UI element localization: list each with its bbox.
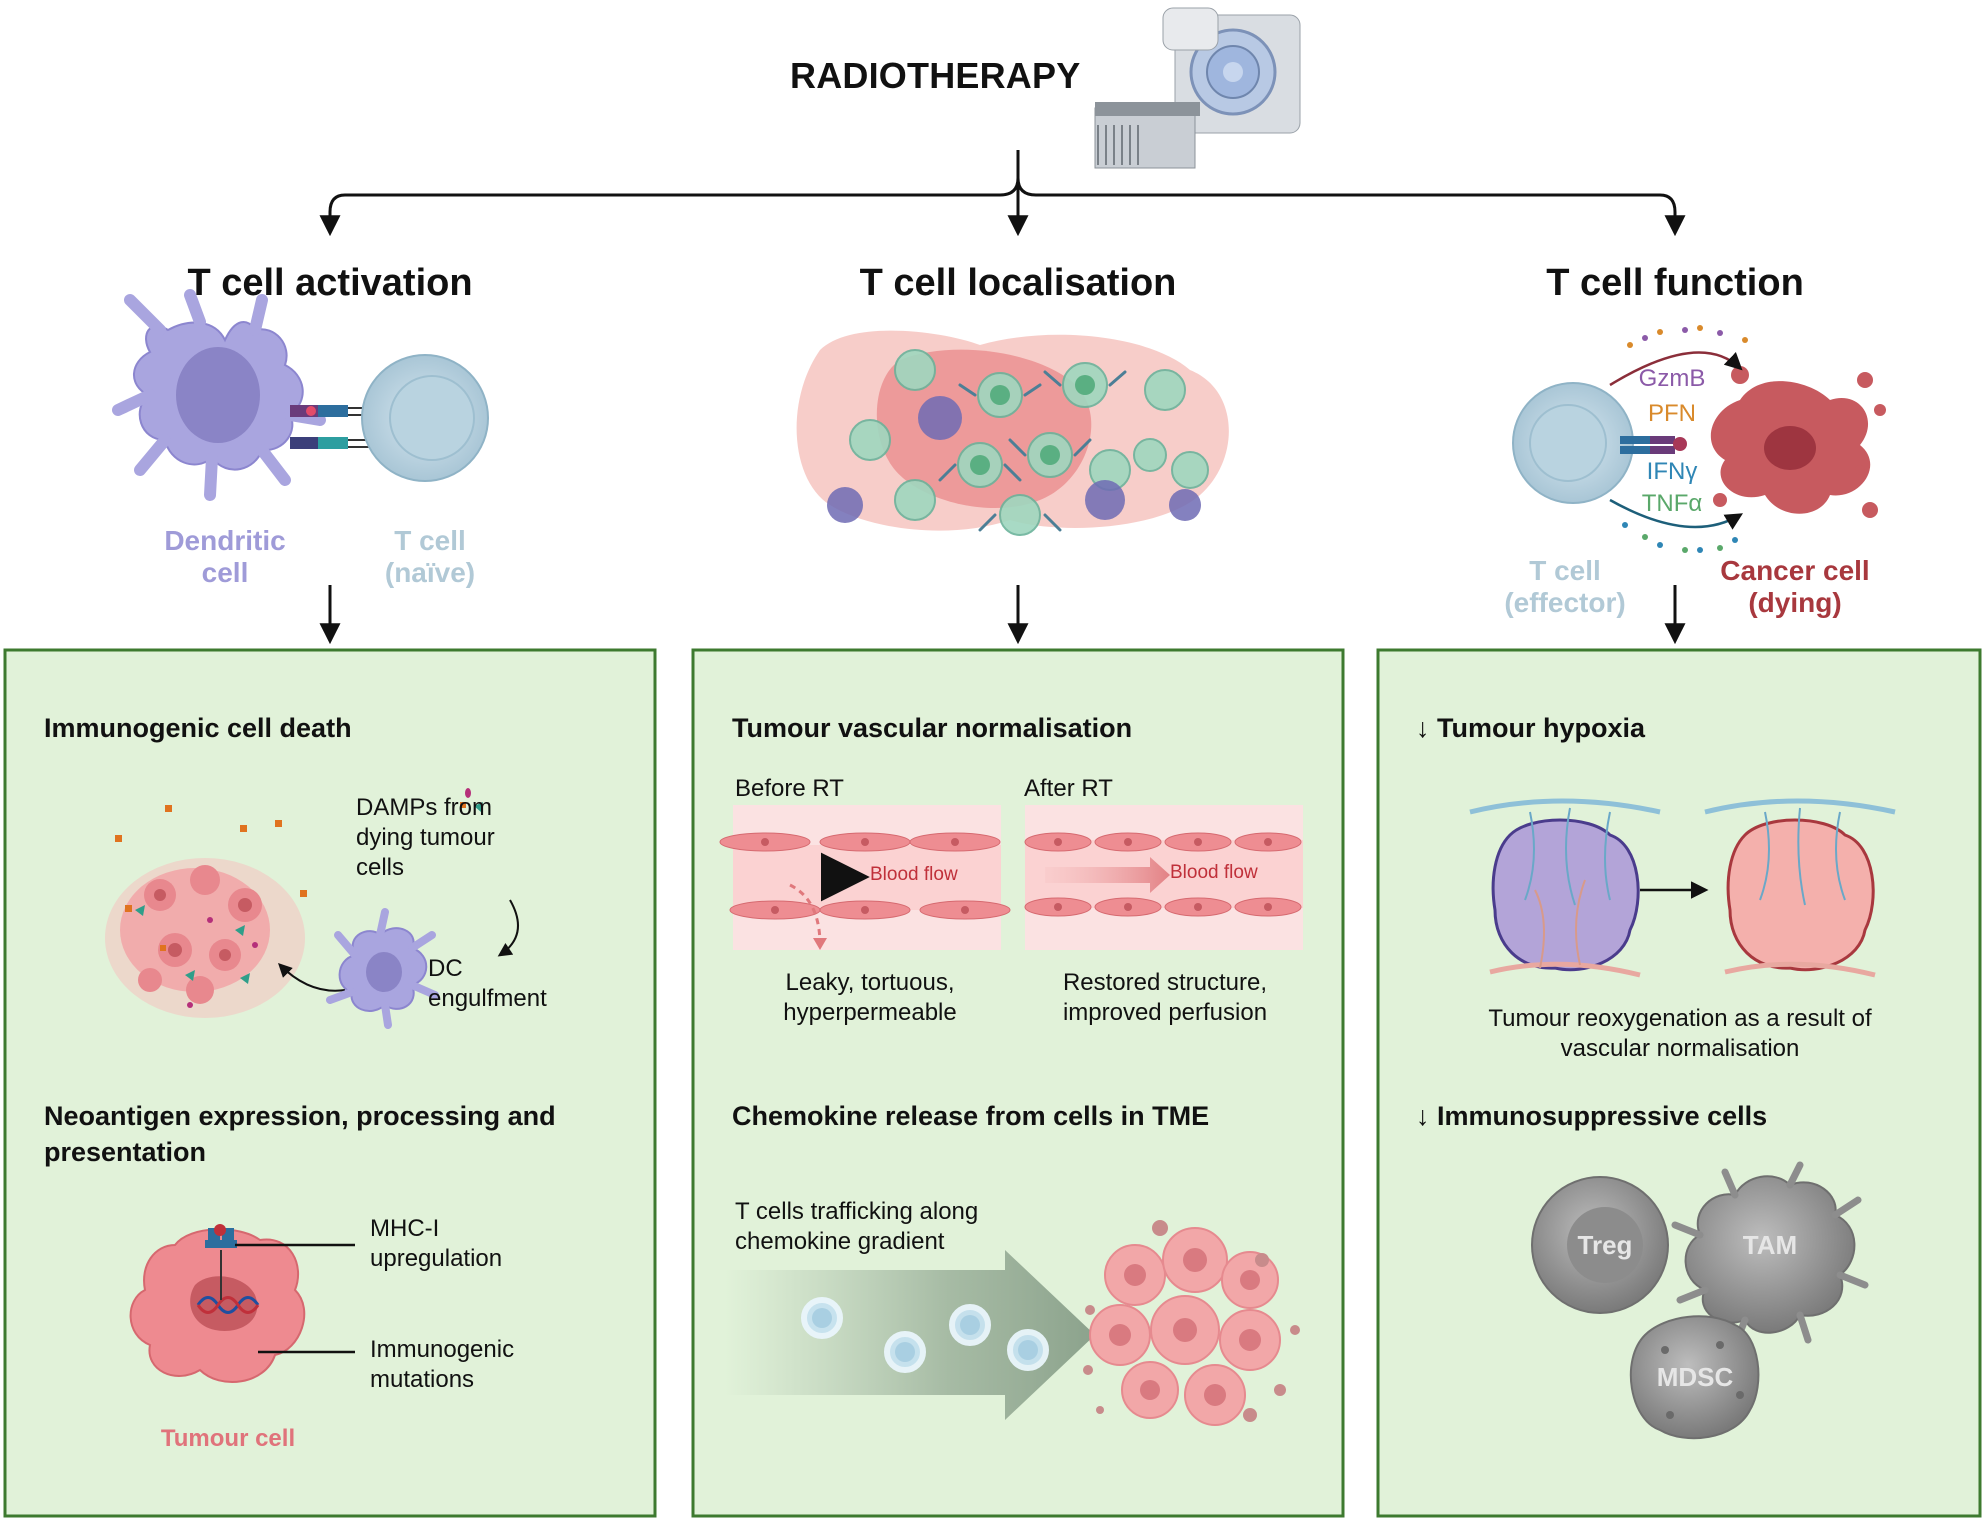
blood-flow-label-before: Blood flow bbox=[870, 864, 958, 885]
tumour-microenvironment-icon bbox=[796, 330, 1229, 536]
effector-t-cell-label: T cell (effector) bbox=[1504, 555, 1626, 618]
tam-label: TAM bbox=[1742, 1230, 1798, 1260]
mhc-text: MHC-I upregulation bbox=[370, 1215, 503, 1272]
reoxygenation-text: Tumour reoxygenation as a result of vasc… bbox=[1488, 1005, 1872, 1062]
chemokine-title: Chemokine release from cells in TME bbox=[732, 1101, 1210, 1131]
page-title: RADIOTHERAPY bbox=[790, 55, 1081, 96]
mdsc-label: MDSC bbox=[1656, 1362, 1734, 1392]
dendritic-cell-label: Dendritic cell bbox=[164, 525, 286, 588]
column-title-localisation: T cell localisation bbox=[859, 262, 1177, 304]
molecule-tnfa: TNFα bbox=[1641, 490, 1703, 517]
top-connectors bbox=[319, 150, 1686, 645]
molecule-ifng: IFNγ bbox=[1646, 458, 1698, 485]
panel-activation bbox=[3, 648, 657, 1518]
icd-title: Immunogenic cell death bbox=[44, 713, 352, 743]
mutations-text: Immunogenic mutations bbox=[370, 1336, 515, 1393]
before-rt-description: Leaky, tortuous, hyperpermeable bbox=[783, 969, 957, 1026]
tumour-cell-mhc-icon bbox=[129, 1224, 355, 1383]
chemokine-gradient-icon bbox=[725, 1220, 1300, 1426]
hypoxic-tumour-icon bbox=[1469, 798, 1661, 978]
dendritic-cell-icon bbox=[112, 289, 326, 501]
after-rt-label: After RT bbox=[1024, 775, 1113, 802]
tumour-cluster-icon bbox=[1083, 1220, 1300, 1426]
naive-t-cell-icon bbox=[361, 354, 489, 482]
blood-flow-label-after: Blood flow bbox=[1170, 862, 1258, 883]
radiotherapy-machine-icon bbox=[1094, 7, 1301, 169]
dc-engulfment-text: DC engulfment bbox=[428, 955, 547, 1012]
tumour-cell-label: Tumour cell bbox=[160, 1425, 296, 1452]
column-title-function: T cell function bbox=[1546, 262, 1804, 304]
neoantigen-title: Neoantigen expression, processing and pr… bbox=[44, 1101, 556, 1167]
immunosuppressive-cells-icon bbox=[1531, 1161, 1869, 1440]
vessel-after-icon bbox=[1024, 805, 1303, 950]
dying-cancer-cell-icon bbox=[1609, 325, 1886, 553]
effector-t-cell-icon bbox=[1512, 382, 1687, 504]
vessel-before-icon bbox=[719, 805, 1011, 950]
vascular-title: Tumour vascular normalisation bbox=[732, 713, 1133, 743]
trafficking-text: T cells trafficking along chemokine grad… bbox=[735, 1198, 979, 1255]
cancer-cell-label: Cancer cell (dying) bbox=[1720, 555, 1870, 618]
dying-tumour-cells-icon bbox=[105, 788, 483, 1018]
reoxygenated-tumour-icon bbox=[1704, 798, 1896, 978]
hypoxia-title: ↓ Tumour hypoxia bbox=[1416, 713, 1646, 743]
treg-label: Treg bbox=[1577, 1230, 1633, 1260]
naive-t-cell-label: T cell (naïve) bbox=[384, 525, 476, 588]
molecule-gzmb: GzmB bbox=[1638, 365, 1706, 392]
after-rt-description: Restored structure, improved perfusion bbox=[1062, 969, 1268, 1026]
column-title-activation: T cell activation bbox=[187, 262, 473, 304]
immunosuppressive-title: ↓ Immunosuppressive cells bbox=[1416, 1101, 1768, 1131]
dc-engulfment-icon bbox=[278, 899, 519, 1029]
before-rt-label: Before RT bbox=[735, 775, 844, 802]
damps-text: DAMPs from dying tumour cells bbox=[356, 794, 495, 881]
molecule-pfn: PFN bbox=[1648, 400, 1696, 427]
